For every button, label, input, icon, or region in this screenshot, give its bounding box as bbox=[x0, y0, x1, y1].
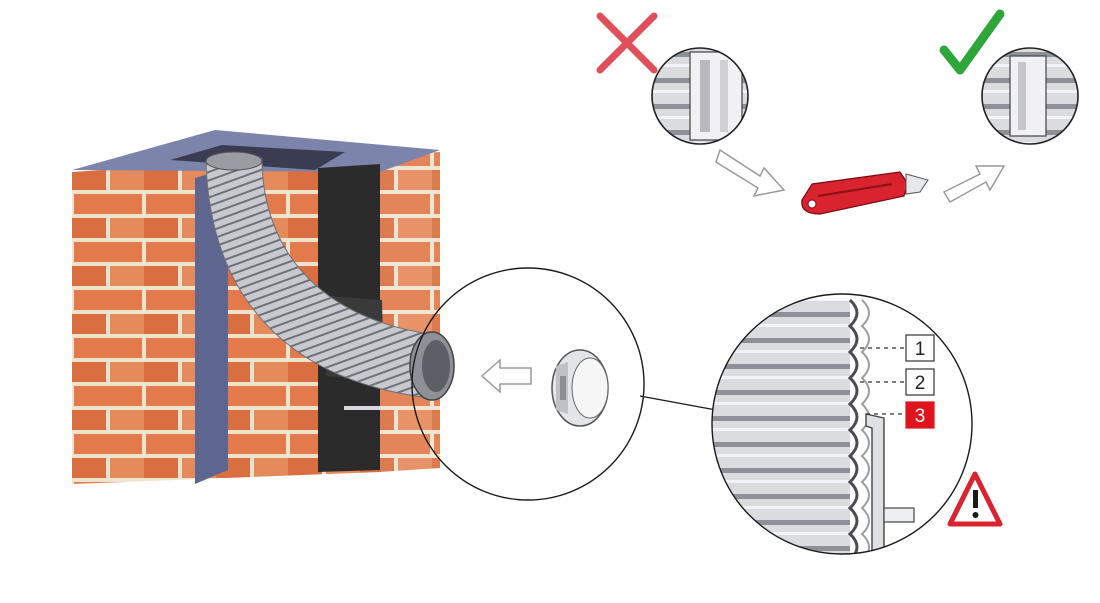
checkmark-icon bbox=[939, 9, 1005, 75]
bracket-slot bbox=[344, 406, 380, 410]
mark-2-box: 2 bbox=[905, 368, 935, 396]
arrow-icon bbox=[480, 358, 532, 394]
depth-marks: 1 2 3 bbox=[860, 334, 935, 429]
adapter-wall bbox=[865, 413, 885, 554]
trimmed-adapter bbox=[981, 47, 1079, 145]
untrimmed-adapter bbox=[651, 47, 749, 145]
duct-top-end bbox=[205, 151, 263, 171]
arrow-icon bbox=[715, 148, 786, 198]
arrow-icon bbox=[942, 165, 1006, 204]
detail-connector-line bbox=[639, 395, 717, 411]
mark-3-box: 3 bbox=[905, 401, 935, 429]
mark-3-label: 3 bbox=[915, 406, 926, 427]
utility-knife-icon bbox=[801, 171, 929, 215]
cross-icon bbox=[596, 12, 658, 74]
detail-circle-adapter bbox=[411, 267, 645, 501]
warning-icon bbox=[947, 471, 1003, 527]
steel-column bbox=[195, 168, 228, 484]
mark-2-label: 2 bbox=[915, 373, 926, 394]
flexible-duct bbox=[205, 151, 455, 401]
adapter-ring bbox=[551, 349, 609, 427]
mark-1-box: 1 bbox=[905, 334, 935, 362]
mark-1-label: 1 bbox=[915, 339, 926, 360]
brick-side-face bbox=[380, 152, 440, 472]
